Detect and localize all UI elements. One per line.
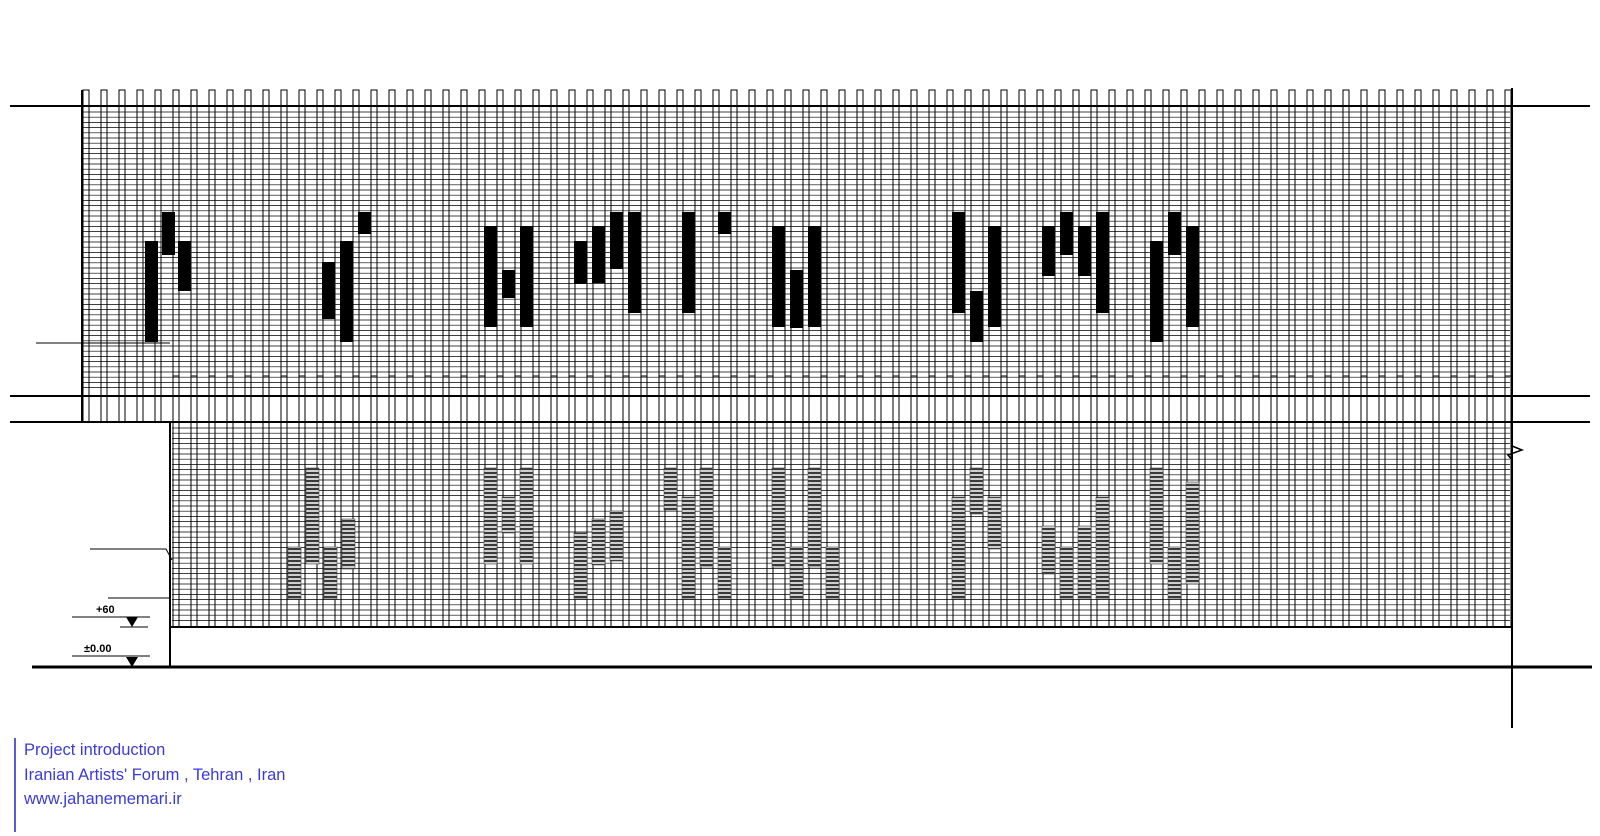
lower-slats [172,427,1510,621]
hatched-panel [591,518,606,566]
solid-panel [322,262,335,319]
solid-panel [574,241,587,284]
solid-panel [1078,226,1091,276]
lower-leader-line [90,548,173,561]
level-60-triangle [126,617,138,627]
hatched-panel [825,546,840,600]
solid-panel [1168,212,1181,255]
caption-project: Iranian Artists' Forum , Tehran , Iran [24,765,286,784]
hatched-panel [1095,496,1110,600]
hatched-panel [987,496,1002,550]
hatched-panel [501,496,516,534]
hatched-panel [483,467,498,565]
hatched-panel [573,532,588,600]
upper-slats [82,111,1510,388]
hatched-panel-pattern [287,467,1200,600]
hatched-panel [807,467,822,568]
level-mark-60: +60 [96,604,115,616]
solid-panel [718,212,731,234]
lower-facade-fins [172,375,1512,628]
solid-panel [1096,212,1109,313]
solid-panel [988,226,1001,327]
solid-panel [628,212,641,313]
solid-panel [790,270,803,328]
solid-panel [358,212,371,234]
break-mark [1506,445,1525,461]
caption-block: Project introduction Iranian Artists' Fo… [14,738,285,832]
hatched-panel [681,496,696,600]
solid-panel [592,226,605,283]
hatched-panel [609,510,624,562]
solid-panel [145,241,158,342]
hatched-panel [771,467,786,568]
solid-panel [340,241,353,342]
level-0-triangle [126,657,138,667]
caption-title: Project introduction [24,741,166,759]
hatched-panel [1041,525,1056,575]
solid-panel [1042,226,1055,276]
solid-panel [1150,241,1163,342]
hatched-panel [1167,546,1182,600]
solid-panel [1060,212,1073,255]
solid-panel [970,291,983,342]
hatched-panel [951,496,966,600]
hatched-panel [323,546,338,600]
solid-panel [808,226,821,327]
solid-panel [610,212,623,269]
hatched-panel [663,467,678,511]
hatched-panel [1059,546,1074,600]
caption-website[interactable]: www.jahanememari.ir [24,790,182,808]
hatched-panel [519,467,534,565]
solid-panel [484,226,497,327]
upper-facade-fins [82,89,1512,423]
hatched-panel [969,467,984,515]
hatched-panel [717,546,732,600]
hatched-panel [1149,467,1164,565]
hatched-panel [1185,481,1200,585]
hatched-panel [699,467,714,568]
hatched-panel [287,546,302,600]
hatched-panel [305,467,320,565]
solid-panel [520,226,533,327]
solid-panel [772,226,785,327]
solid-panel [1186,226,1199,327]
hatched-panel [341,518,356,570]
solid-panel [682,212,695,313]
hatched-panel [789,546,804,600]
solid-panel [502,270,515,298]
hatched-panel [1077,525,1092,600]
solid-panel [162,212,175,255]
level-mark-0: ±0.00 [84,643,111,655]
solid-panel [178,241,191,291]
solid-panel-pattern [145,212,1199,342]
solid-panel [952,212,965,313]
